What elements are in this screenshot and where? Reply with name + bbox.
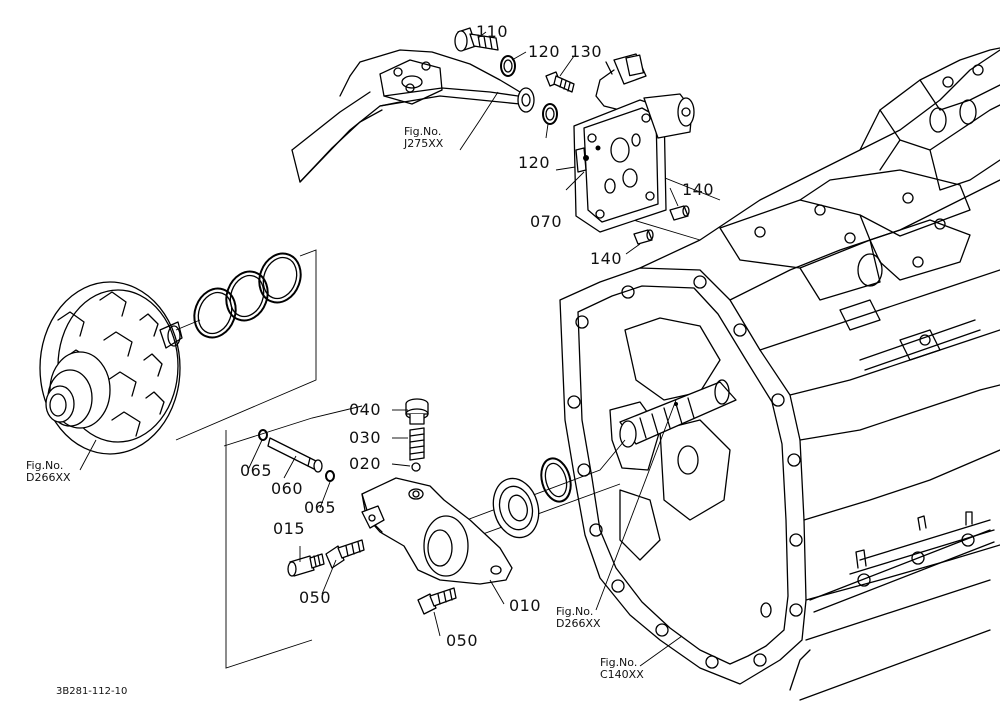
- reference-label: Fig.No.: [556, 605, 594, 618]
- reference-d266xx-bottom: Fig.No. D266XX: [556, 606, 601, 630]
- transmission-case: [559, 47, 1000, 701]
- reference-code: C140XX: [600, 668, 644, 681]
- group-bracket-upper: [175, 249, 317, 441]
- part-060-shaft: [267, 437, 323, 473]
- part-120-washer-lower: [542, 103, 558, 125]
- label-part-120-upper: 120: [528, 42, 561, 61]
- label-part-070: 070: [530, 212, 563, 231]
- reference-label: Fig.No.: [26, 459, 64, 472]
- label-part-065-right: 065: [304, 498, 337, 517]
- part-030-spring: [409, 427, 425, 461]
- solenoid-connector: [595, 53, 647, 111]
- clutch-assembly: [39, 281, 183, 455]
- part-065-oring-right: [325, 470, 335, 482]
- callout-leaders: [79, 31, 683, 667]
- oil-pipe: [291, 49, 535, 183]
- part-110-banjo-bolt: [454, 27, 499, 52]
- label-part-060: 060: [271, 479, 304, 498]
- part-120-washer-upper: [500, 55, 516, 77]
- label-part-140-upper: 140: [682, 180, 715, 199]
- label-part-010: 010: [509, 596, 542, 615]
- reference-j275xx: Fig.No. J275XX: [404, 126, 443, 150]
- reference-label: Fig.No.: [404, 125, 442, 138]
- part-010-housing: [361, 477, 513, 585]
- group-bracket-lower: [225, 430, 313, 669]
- part-015-stud-bolt: [287, 553, 325, 577]
- drawing-code: 3B281-112-10: [56, 686, 128, 697]
- part-050-bolt-lower: [417, 587, 457, 615]
- reference-d266xx-left: Fig.No. D266XX: [26, 460, 71, 484]
- label-part-140-lower: 140: [590, 249, 623, 268]
- label-part-110: 110: [476, 22, 509, 41]
- label-part-040: 040: [349, 400, 382, 419]
- reference-code: J275XX: [404, 137, 444, 150]
- part-020-ball: [411, 462, 421, 472]
- part-065-oring-left: [258, 429, 268, 441]
- part-050-bolt-upper: [325, 539, 365, 569]
- label-part-120-lower: 120: [518, 153, 551, 172]
- snap-ring: [540, 457, 572, 503]
- label-part-015: 015: [273, 519, 306, 538]
- washer-lower-bore: [545, 107, 555, 121]
- label-part-020: 020: [349, 454, 382, 473]
- reference-c140xx: Fig.No. C140XX: [600, 657, 644, 681]
- label-part-065-left: 065: [240, 461, 273, 480]
- seal-rings: [193, 252, 302, 339]
- label-part-130: 130: [570, 42, 603, 61]
- part-140-pin-lower: [633, 229, 654, 245]
- reference-label: Fig.No.: [600, 656, 638, 669]
- reference-code: D266XX: [556, 617, 601, 630]
- bearing: [492, 477, 540, 539]
- part-040-plug: [405, 398, 429, 425]
- washer-upper-bore: [503, 59, 513, 73]
- part-070-valve-assembly: [573, 93, 695, 233]
- part-140-pin-upper: [669, 205, 690, 221]
- label-part-030: 030: [349, 428, 382, 447]
- label-part-050-left: 050: [299, 588, 332, 607]
- label-part-050-bottom: 050: [446, 631, 479, 650]
- part-130-bolt: [545, 71, 575, 93]
- reference-code: D266XX: [26, 471, 71, 484]
